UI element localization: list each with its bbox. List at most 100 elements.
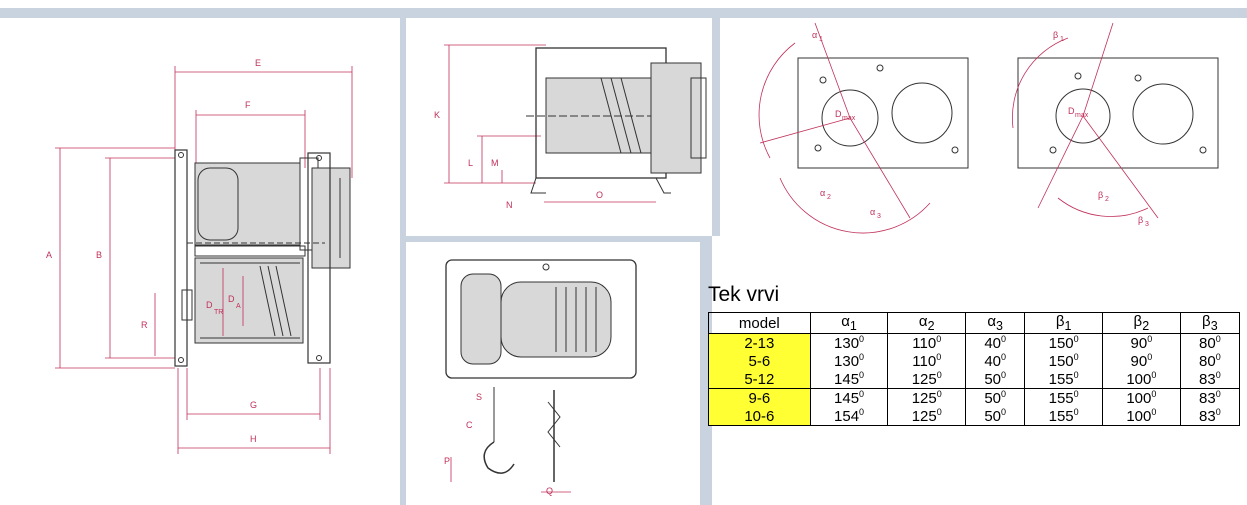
dim-label-r: R: [141, 320, 148, 330]
angle-value: 100: [1126, 390, 1152, 407]
top-frame-strip: [0, 8, 1247, 18]
hook-view-drawing: S C P Q: [406, 242, 700, 505]
dim-label-f: F: [245, 100, 251, 110]
dim-label-h: H: [250, 434, 257, 444]
degree-mark: 0: [1073, 389, 1079, 399]
angle-cell-b2: 1000: [1102, 370, 1181, 389]
header-alpha1: α1: [809, 312, 889, 334]
angle-value: 150: [1048, 335, 1074, 352]
degree-mark: 0: [859, 334, 865, 344]
model-cell: 10-6: [708, 407, 811, 426]
dim-label-q: Q: [546, 486, 553, 496]
dim-label-m: M: [491, 158, 499, 168]
angle-value: 110: [912, 353, 937, 370]
degree-mark: 0: [1073, 370, 1079, 380]
degree-mark: 0: [859, 389, 865, 399]
angle-value: 40: [984, 335, 1002, 352]
angle-cell-b3: 830: [1179, 388, 1241, 407]
angle-value: 100: [1126, 408, 1152, 425]
angle-cell-a2: 1250: [887, 407, 967, 426]
degree-mark: 0: [1147, 334, 1153, 344]
angle-cell-b1: 1550: [1024, 388, 1103, 407]
hook-right-divider: [700, 236, 712, 505]
header-beta3: β3: [1179, 312, 1241, 334]
degree-mark: 0: [1147, 352, 1153, 362]
side-hook-divider: [406, 236, 706, 242]
angle-cell-a1: 1450: [809, 388, 889, 407]
angle-value: 130: [834, 353, 860, 370]
angle-cell-a3: 500: [965, 370, 1026, 389]
front-view-drawing: E F A B R: [0, 18, 400, 505]
degree-mark: 0: [1215, 407, 1221, 417]
angle-value: 80: [1199, 353, 1216, 370]
angle-cell-a3: 400: [965, 333, 1026, 352]
header-alpha2: α2: [887, 312, 967, 334]
angle-value: 50: [984, 408, 1002, 425]
left-divider: [400, 8, 406, 505]
angle-value: 80: [1199, 335, 1216, 352]
degree-mark: 0: [1215, 334, 1221, 344]
dim-label-n: N: [506, 200, 513, 210]
angle-value: 110: [912, 335, 937, 352]
table-header-row: model α1 α2 α3 β1 β2 β3: [708, 312, 1241, 334]
angle-value: 145: [834, 390, 860, 407]
dim-label-a: A: [46, 250, 52, 260]
header-beta2: β2: [1102, 312, 1181, 334]
angle-cell-a1: 1540: [809, 407, 889, 426]
angle-value: 90: [1130, 335, 1148, 352]
side-view-drawing: K L M N O: [406, 18, 712, 236]
degree-mark: 0: [1001, 334, 1007, 344]
alpha1-sub: 1: [819, 36, 823, 43]
angle-cell-b3: 830: [1179, 370, 1241, 389]
angle-cell-a2: 1250: [887, 388, 967, 407]
beta1-label: β: [1053, 30, 1058, 40]
degree-mark: 0: [1073, 352, 1079, 362]
dim-label-b: B: [96, 250, 102, 260]
angle-value: 50: [984, 390, 1002, 407]
angle-value: 90: [1130, 353, 1148, 370]
beta-dmax-label: D: [1068, 106, 1075, 116]
angle-cell-b3: 830: [1179, 407, 1241, 426]
angle-value: 50: [984, 371, 1002, 388]
angle-value: 155: [1048, 371, 1074, 388]
dim-label-c: C: [466, 420, 473, 430]
dim-label-e: E: [255, 58, 261, 68]
beta3-label: β: [1138, 215, 1143, 225]
angle-cell-b2: 1000: [1102, 388, 1181, 407]
dim-label-d-a-sub: A: [236, 303, 241, 310]
alpha2-sub: 2: [827, 194, 831, 201]
angle-cell-a2: 1250: [887, 370, 967, 389]
angle-cell-a1: 1300: [809, 333, 889, 352]
degree-mark: 0: [936, 352, 942, 362]
angle-value: 83: [1199, 408, 1216, 425]
beta1-sub: 1: [1060, 36, 1064, 43]
angle-cell-b1: 1550: [1024, 370, 1103, 389]
degree-mark: 0: [859, 407, 865, 417]
degree-mark: 0: [1001, 370, 1007, 380]
degree-mark: 0: [936, 407, 942, 417]
degree-mark: 0: [1151, 407, 1157, 417]
angle-cell-a1: 1300: [809, 352, 889, 370]
beta2-label: β: [1098, 190, 1103, 200]
angle-cell-a2: 1100: [887, 352, 967, 370]
model-cell: 2-13: [708, 333, 811, 352]
alpha-angles-drawing: α 1 α 2 α 3 D max: [720, 18, 992, 236]
angle-value: 125: [911, 408, 937, 425]
angle-cell-a3: 500: [965, 388, 1026, 407]
degree-mark: 0: [936, 370, 942, 380]
dim-label-s: S: [476, 392, 482, 402]
angle-value: 155: [1048, 390, 1074, 407]
beta2-sub: 2: [1105, 196, 1109, 203]
dim-label-l: L: [468, 158, 473, 168]
dim-label-d-tr-sub: TR: [214, 309, 223, 316]
header-model: model: [708, 312, 811, 334]
degree-mark: 0: [1151, 389, 1157, 399]
dim-label-d-a: D: [228, 294, 235, 304]
dim-label-o: O: [596, 190, 603, 200]
